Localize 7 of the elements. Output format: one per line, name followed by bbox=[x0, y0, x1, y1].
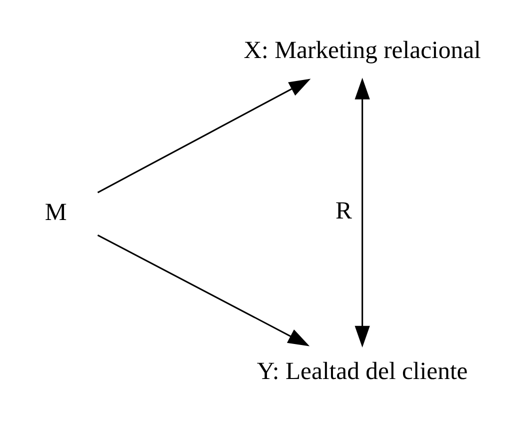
arrow bbox=[97, 78, 311, 194]
node-text: X: Marketing relacional bbox=[244, 36, 481, 64]
node-text: M bbox=[44, 198, 67, 226]
node-text: Y: Lealtad del cliente bbox=[256, 358, 468, 385]
edge-label: R bbox=[336, 197, 352, 224]
arrow bbox=[354, 78, 370, 348]
arrow bbox=[97, 234, 310, 346]
